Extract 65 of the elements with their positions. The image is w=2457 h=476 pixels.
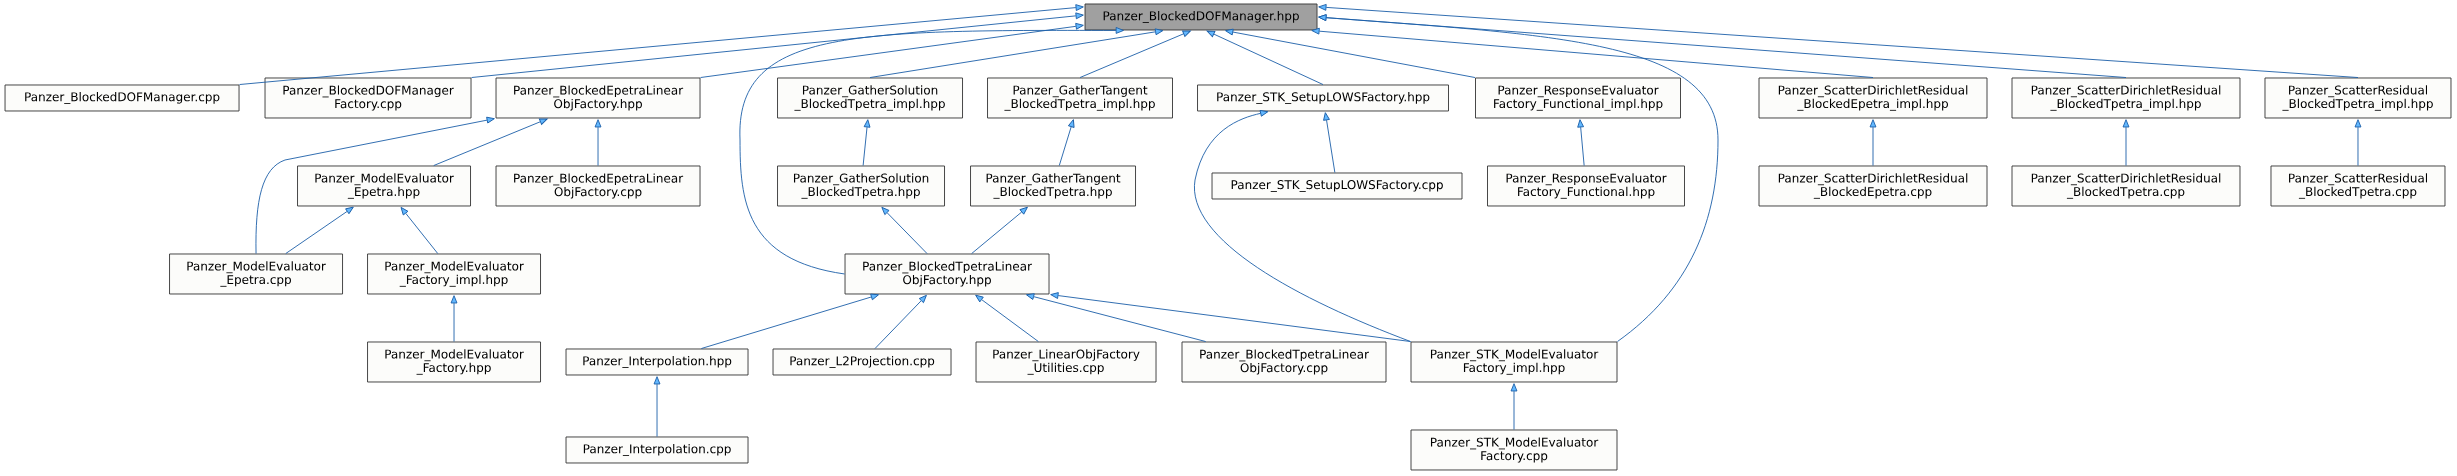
- arrow: [1225, 28, 1476, 78]
- file-box: Panzer_BlockedTpetraLinear ObjFactory.hpp: [844, 253, 1050, 295]
- file-box: Panzer_BlockedTpetraLinear ObjFactory.cpp: [1181, 341, 1387, 383]
- arrow: [285, 206, 354, 254]
- file-box: Panzer_GatherSolution _BlockedTpetra.hpp: [777, 165, 945, 207]
- arrow: [1510, 383, 1518, 430]
- arrow: [2122, 119, 2130, 166]
- file-box: Panzer_GatherTangent _BlockedTpetra_impl.hpp: [987, 77, 1173, 119]
- arrow: [471, 12, 1084, 78]
- file-box: Panzer_LinearObjFactory _Utilities.cpp: [975, 341, 1157, 383]
- file-box: Panzer_ModelEvaluator _Factory_impl.hpp: [367, 253, 541, 295]
- arrow: [881, 206, 928, 254]
- file-box: Panzer_BlockedEpetraLinear ObjFactory.cpp: [495, 165, 701, 207]
- arrow: [450, 295, 458, 342]
- arrow: [255, 116, 495, 254]
- file-box: Panzer_ScatterDirichletResidual _BlockedTpetra_impl.hpp: [2011, 77, 2241, 119]
- arrow: [594, 119, 602, 166]
- arrow: [2354, 119, 2362, 166]
- arrow: [1577, 119, 1585, 166]
- arrow: [1323, 112, 1336, 173]
- file-box: Panzer_STK_SetupLOWSFactory.hpp: [1197, 84, 1449, 112]
- arrow: [1206, 30, 1324, 85]
- file-box: Panzer_L2Projection.cpp: [772, 348, 952, 376]
- file-box: Panzer_STK_ModelEvaluator Factory_impl.hpp: [1410, 341, 1618, 383]
- file-box: Panzer_ScatterDirichletResidual _BlockedEpetra.cpp: [1758, 165, 1988, 207]
- arrow: [239, 4, 1084, 85]
- file-box: Panzer_STK_SetupLOWSFactory.cpp: [1211, 172, 1463, 200]
- file-box: Panzer_BlockedDOFManager.cpp: [4, 84, 240, 112]
- file-box: Panzer_GatherSolution _BlockedTpetra_impl.hpp: [777, 77, 963, 119]
- arrow: [739, 27, 1124, 275]
- arrow: [1311, 27, 1874, 78]
- arrow: [1869, 119, 1877, 166]
- arrow: [874, 294, 927, 349]
- file-box: Panzer_ModelEvaluator _Factory.hpp: [367, 341, 541, 383]
- file-box: Panzer_ScatterResidual _BlockedTpetra_impl.hpp: [2264, 77, 2452, 119]
- arrow: [1318, 3, 2359, 78]
- arrow: [1050, 292, 1411, 342]
- arrow: [1079, 30, 1191, 78]
- arrow: [700, 22, 1084, 78]
- arrow: [862, 119, 871, 166]
- arrow: [700, 293, 879, 349]
- file-box: Panzer_BlockedDOFManager Factory.cpp: [264, 77, 472, 119]
- arrow: [1194, 110, 1411, 342]
- arrow: [869, 28, 1164, 78]
- arrow: [1318, 14, 1719, 342]
- file-box: Panzer_BlockedEpetraLinear ObjFactory.hpp: [495, 77, 701, 119]
- file-box: Panzer_ScatterResidual _BlockedTpetra.cpp: [2270, 165, 2446, 207]
- file-box: Panzer_ScatterDirichletResidual _BlockedEpetra_impl.hpp: [1758, 77, 1988, 119]
- arrow: [653, 376, 661, 437]
- file-box: Panzer_Interpolation.hpp: [565, 348, 749, 376]
- file-box: Panzer_GatherTangent _BlockedTpetra.hpp: [970, 165, 1136, 207]
- file-box: Panzer_ModelEvaluator _Epetra.cpp: [169, 253, 343, 295]
- file-box: Panzer_Interpolation.cpp: [565, 436, 749, 464]
- arrow: [1058, 119, 1075, 166]
- arrow: [971, 206, 1028, 254]
- arrow: [1026, 293, 1207, 342]
- arrow: [400, 206, 439, 254]
- file-box: Panzer_ResponseEvaluator Factory_Functional_impl.hpp: [1475, 77, 1681, 119]
- file-box: Panzer_ResponseEvaluator Factory_Functional.hpp: [1487, 165, 1685, 207]
- file-box: Panzer_ModelEvaluator _Epetra.hpp: [297, 165, 471, 207]
- file-box: Panzer_BlockedDOFManager.hpp: [1084, 3, 1318, 31]
- arrow: [975, 294, 1039, 342]
- arrow: [433, 118, 548, 166]
- file-box: Panzer_ScatterDirichletResidual _BlockedTpetra.cpp: [2011, 165, 2241, 207]
- file-box: Panzer_STK_ModelEvaluator Factory.cpp: [1410, 429, 1618, 471]
